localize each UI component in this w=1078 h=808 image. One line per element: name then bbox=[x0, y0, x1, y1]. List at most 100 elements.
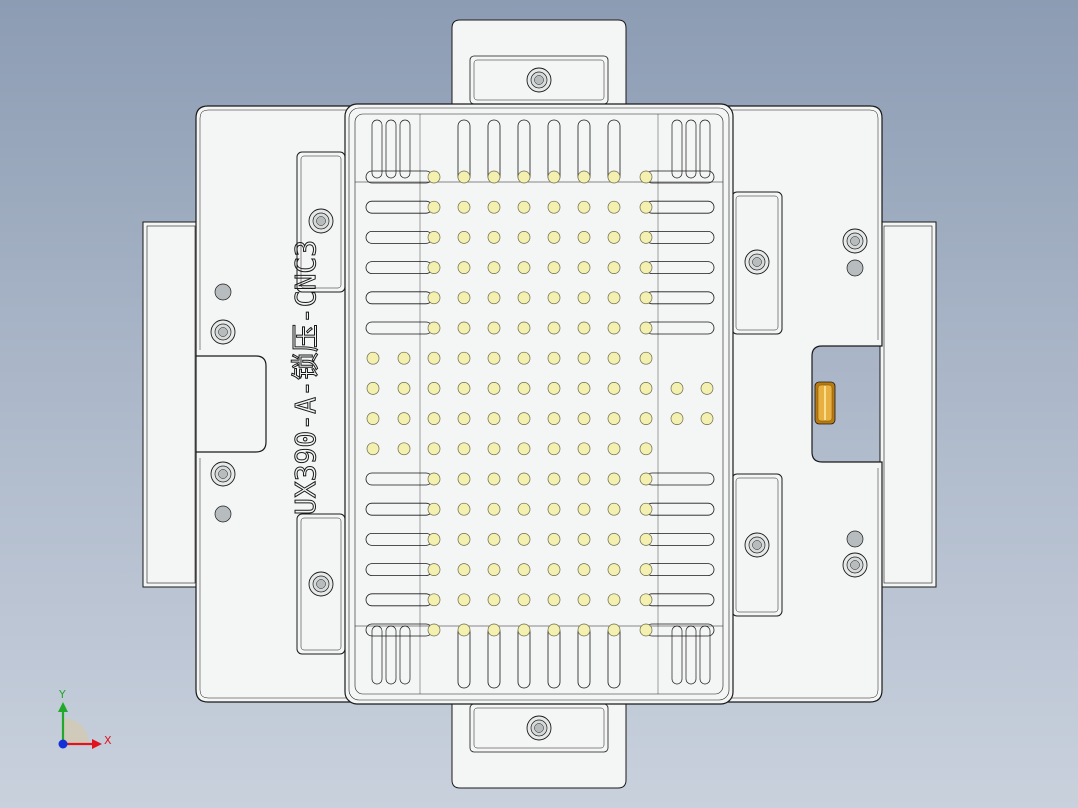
probe-pin bbox=[427, 623, 441, 637]
probe-pin bbox=[547, 442, 561, 456]
probe-pin bbox=[547, 593, 561, 607]
dowel-hole bbox=[846, 530, 864, 548]
probe-pin bbox=[670, 412, 684, 425]
part-engraving: UX390-A-锁压-CNC3 bbox=[289, 240, 322, 515]
probe-pin bbox=[457, 351, 471, 365]
probe-pin bbox=[607, 412, 621, 425]
corner-slot bbox=[685, 625, 697, 685]
probe-pin bbox=[607, 291, 621, 305]
probe-pin bbox=[517, 412, 531, 425]
probe-pin bbox=[487, 563, 501, 576]
probe-pin bbox=[639, 170, 653, 184]
probe-pin bbox=[457, 382, 471, 395]
probe-pin bbox=[487, 623, 501, 637]
screw-clamp-left-top-socket bbox=[316, 216, 326, 226]
probe-pin bbox=[639, 200, 653, 214]
probe-pin bbox=[457, 593, 471, 607]
probe-pin bbox=[457, 231, 471, 244]
probe-pin bbox=[670, 382, 684, 395]
dowel-hole bbox=[214, 505, 232, 523]
x-axis-arrow-icon bbox=[92, 739, 102, 749]
probe-pin bbox=[487, 261, 501, 274]
probe-pin-array bbox=[366, 170, 714, 637]
view-triad[interactable]: Y X bbox=[58, 688, 112, 749]
y-axis-label: Y bbox=[58, 688, 66, 701]
probe-pin bbox=[427, 533, 441, 546]
probe-pin bbox=[366, 442, 380, 456]
probe-pin bbox=[639, 412, 653, 425]
probe-pin bbox=[487, 593, 501, 607]
probe-pin bbox=[607, 351, 621, 365]
side-plunger[interactable] bbox=[814, 381, 836, 425]
probe-pin bbox=[577, 170, 591, 184]
probe-pin bbox=[639, 472, 653, 486]
probe-pin bbox=[457, 261, 471, 274]
screw-plate-left-lower-socket bbox=[218, 469, 228, 479]
probe-pin bbox=[427, 291, 441, 305]
probe-pin bbox=[639, 593, 653, 607]
right-side-rail bbox=[879, 221, 937, 588]
dowel-hole bbox=[214, 283, 232, 301]
probe-pin bbox=[577, 442, 591, 456]
probe-pin bbox=[427, 412, 441, 425]
screw-clamp-right-top-socket bbox=[752, 257, 762, 267]
probe-pin bbox=[427, 593, 441, 607]
probe-pin bbox=[457, 502, 471, 516]
screw-bottom-tab-socket bbox=[534, 723, 544, 733]
probe-pin bbox=[607, 170, 621, 184]
probe-pin bbox=[639, 623, 653, 637]
probe-pin bbox=[607, 200, 621, 214]
probe-pin bbox=[517, 593, 531, 607]
probe-pin bbox=[639, 351, 653, 365]
left-side-rail bbox=[142, 221, 200, 588]
probe-pin bbox=[607, 502, 621, 516]
corner-slot bbox=[385, 625, 397, 685]
probe-pin bbox=[547, 382, 561, 395]
probe-pin bbox=[577, 200, 591, 214]
probe-pin bbox=[427, 170, 441, 184]
probe-pin bbox=[427, 442, 441, 456]
screw-plate-right-upper-socket bbox=[850, 236, 860, 246]
probe-pin bbox=[517, 321, 531, 335]
corner-slot bbox=[699, 119, 711, 179]
screw-clamp-right-bottom-socket bbox=[752, 540, 762, 550]
probe-pin bbox=[517, 170, 531, 184]
probe-pin bbox=[366, 382, 380, 395]
probe-pin bbox=[547, 412, 561, 425]
z-axis-origin-icon bbox=[58, 739, 68, 749]
probe-pin bbox=[577, 351, 591, 365]
probe-pin bbox=[639, 291, 653, 305]
probe-pin bbox=[487, 231, 501, 244]
screw-plate-left-upper-socket bbox=[218, 327, 228, 337]
probe-pin bbox=[547, 563, 561, 576]
y-axis-arrow-icon bbox=[58, 702, 68, 712]
probe-pin bbox=[577, 382, 591, 395]
probe-pin bbox=[427, 502, 441, 516]
probe-pin bbox=[607, 231, 621, 244]
probe-pin bbox=[517, 231, 531, 244]
probe-pin bbox=[457, 170, 471, 184]
probe-pin bbox=[427, 472, 441, 486]
corner-slot bbox=[371, 119, 383, 179]
probe-pin bbox=[639, 502, 653, 516]
probe-pin bbox=[487, 351, 501, 365]
probe-pin bbox=[547, 200, 561, 214]
probe-pin bbox=[487, 442, 501, 456]
comb-slots bbox=[365, 119, 715, 689]
corner-slot bbox=[685, 119, 697, 179]
probe-pin bbox=[517, 563, 531, 576]
probe-pin bbox=[577, 502, 591, 516]
probe-pin bbox=[366, 412, 380, 425]
probe-pin bbox=[457, 533, 471, 546]
probe-pin bbox=[427, 382, 441, 395]
probe-pin bbox=[517, 623, 531, 637]
screws bbox=[210, 67, 868, 741]
probe-pin bbox=[607, 261, 621, 274]
probe-pin bbox=[607, 321, 621, 335]
probe-pin bbox=[547, 231, 561, 244]
probe-pin bbox=[487, 382, 501, 395]
probe-pin bbox=[517, 200, 531, 214]
probe-pin bbox=[577, 563, 591, 576]
